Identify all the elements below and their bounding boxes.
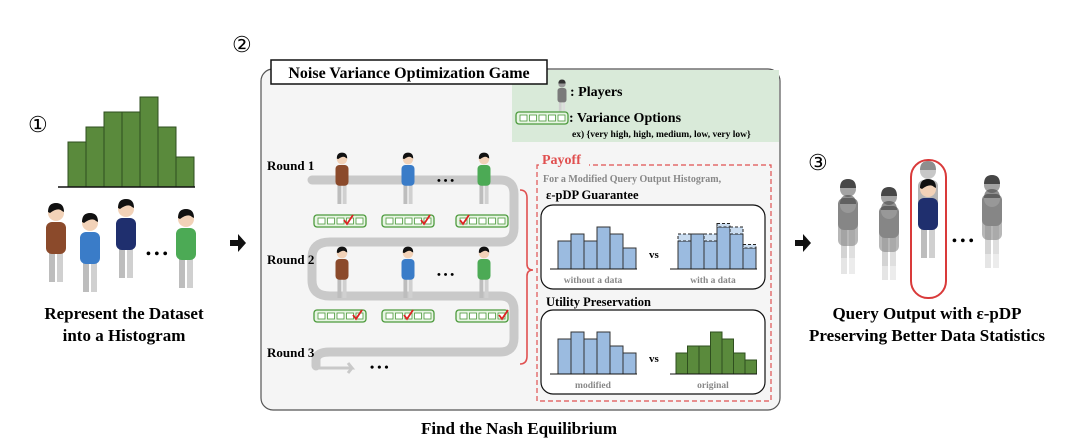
histModified-bar (622, 352, 637, 375)
step2-footer: Find the Nash Equilibrium (421, 419, 617, 438)
utility-modified-hist (557, 331, 637, 375)
utility-title: Utility Preservation (546, 295, 651, 309)
legend-bg (512, 70, 779, 142)
histWithout-bar (583, 240, 598, 270)
histOriginal-bar (675, 352, 688, 375)
legend-variance-example: ex) {very high, high, medium, low, very … (572, 129, 751, 140)
pdp-title: ε-pDP Guarantee (546, 188, 639, 202)
hist1-bar (67, 141, 87, 188)
step3-panel: ③ • • • Query Output with ε-pDP Preservi… (808, 150, 1045, 345)
legend-variance: : Variance Options (569, 111, 682, 126)
variance-options-icon (515, 111, 569, 125)
hist1-bar (139, 96, 159, 188)
histModified-bar (609, 345, 624, 375)
histOriginal-bar (710, 331, 723, 375)
check-icon (498, 309, 509, 321)
histOriginal-bar (744, 359, 757, 375)
histOriginal-bar (698, 345, 711, 375)
step3-caption-line2: Preserving Better Data Statistics (809, 326, 1045, 345)
step3-number: ③ (808, 150, 828, 175)
person-blue (80, 213, 100, 292)
legend-players: : Players (570, 85, 623, 100)
histWith-extra-bar (716, 223, 731, 228)
pdp-with-hist (677, 223, 757, 270)
hist1-bar (103, 111, 123, 188)
hist1-bar (157, 126, 177, 188)
round-path (307, 175, 519, 371)
histWith-bar (703, 240, 718, 270)
histWithout-bar (622, 247, 637, 270)
hist1-bar (121, 111, 141, 188)
path-arrowhead (318, 362, 356, 374)
step3-highlighted-person (918, 161, 938, 258)
histWith-bar (716, 226, 731, 270)
hist1-bar (85, 126, 105, 188)
pdp-vs: vs (649, 249, 660, 261)
step3-caption-line1: Query Output with ε-pDP (832, 304, 1021, 323)
payoff-subtitle: For a Modified Query Output Histogram, (543, 174, 722, 185)
histOriginal-bar (687, 345, 700, 375)
histWith-bar (677, 240, 692, 270)
utility-vs: vs (649, 353, 660, 365)
histWith-extra-bar (742, 244, 757, 249)
person-green (176, 209, 196, 288)
payoff-title: Payoff (542, 153, 581, 168)
step1-histogram (67, 96, 195, 188)
person-navy (116, 199, 136, 278)
pdp-left-label: without a data (564, 276, 623, 286)
histWithout-bar (596, 226, 611, 270)
histWith-extra-bar (677, 233, 692, 242)
round-1-options (313, 214, 509, 228)
step2-panel: ② : Players : Variance Options ex) {very… (232, 32, 781, 438)
step1-panel: ① • • • Represent the Dataset into a His… (28, 96, 204, 345)
hist1-bar (175, 156, 195, 188)
round-1-label: Round 1 (267, 158, 314, 173)
histWith-bar (729, 233, 744, 270)
round-3-label: Round 3 (267, 345, 315, 360)
person-brown (46, 203, 66, 282)
check-icon (352, 309, 363, 321)
histModified-bar (583, 338, 598, 375)
round-1-ellipsis: • • • (437, 175, 454, 187)
histWithout-bar (609, 233, 624, 270)
histModified-bar (557, 338, 572, 375)
step2-number: ② (232, 32, 252, 57)
game-title: Noise Variance Optimization Game (288, 65, 529, 82)
check-icon (420, 214, 431, 226)
histOriginal-bar (733, 352, 746, 375)
histWithout-bar (570, 233, 585, 270)
step3-ellipsis: • • • (952, 234, 974, 249)
step1-ellipsis: • • • (146, 247, 168, 262)
utility-right-label: original (697, 381, 729, 391)
payoff-brace (519, 189, 534, 365)
check-icon (459, 214, 470, 226)
round-3-ellipsis: • • • (370, 360, 389, 374)
pdp-right-label: with a data (690, 276, 736, 286)
check-icon (343, 214, 354, 226)
step1-number: ① (28, 112, 48, 137)
histModified-bar (570, 331, 585, 375)
arrow-right-icon (795, 234, 811, 252)
histWithout-bar (557, 240, 572, 270)
payoff-box (536, 164, 772, 402)
step1-people (46, 199, 196, 292)
step1-caption-line1: Represent the Dataset (44, 304, 204, 323)
histWith-extra-bar (729, 226, 744, 235)
arrow-right-icon (230, 234, 246, 252)
histWith-bar (690, 233, 705, 270)
histModified-bar (596, 331, 611, 375)
histOriginal-bar (721, 338, 734, 375)
step1-caption-line2: into a Histogram (63, 326, 186, 345)
check-icon (403, 309, 414, 321)
utility-left-label: modified (575, 381, 612, 391)
round-2-label: Round 2 (267, 252, 314, 267)
round-2-ellipsis: • • • (437, 269, 454, 281)
highlight-ring (910, 159, 947, 299)
game-title-box (270, 59, 548, 85)
histWith-bar (742, 247, 757, 270)
histWith-extra-bar (703, 233, 718, 242)
